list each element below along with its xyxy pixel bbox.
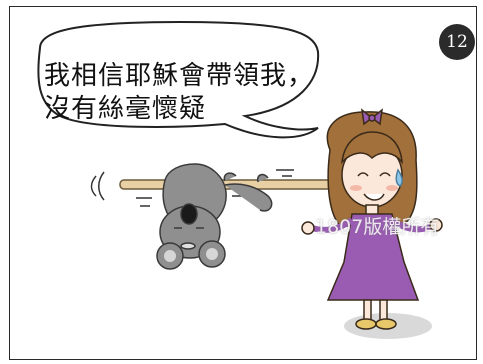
watermark-text: 1807版權所有 — [315, 216, 440, 238]
page-number-badge: 12 — [439, 24, 475, 60]
koala — [156, 163, 273, 270]
girl — [301, 108, 443, 330]
speech-text-line-1: 我相信耶穌會帶領我， — [44, 61, 315, 91]
speech-text-line-2: 沒有絲毫懷疑 — [44, 94, 207, 124]
speech-bubble — [37, 20, 320, 139]
